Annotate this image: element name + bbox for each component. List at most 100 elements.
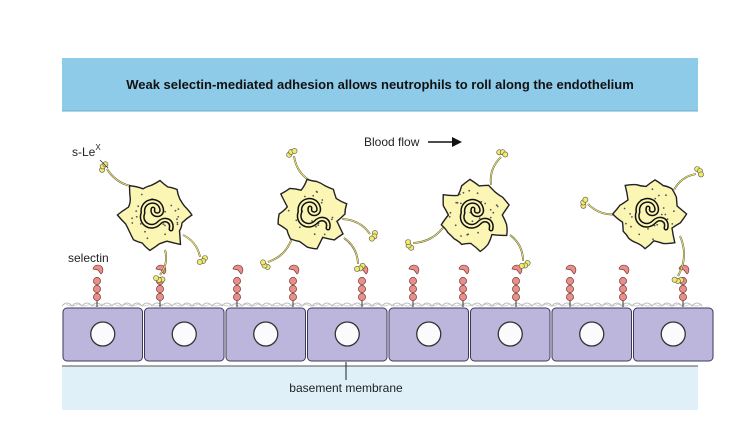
- granule: [131, 217, 133, 219]
- granule: [324, 234, 326, 236]
- granule: [176, 218, 178, 220]
- granule: [460, 203, 462, 205]
- granule: [665, 194, 667, 196]
- selectin-domain: [619, 293, 626, 300]
- granule: [170, 205, 172, 207]
- granule: [315, 226, 317, 228]
- granule: [288, 210, 290, 212]
- granule: [317, 224, 319, 226]
- granule: [673, 210, 675, 212]
- basement-membrane-label: basement membrane: [289, 381, 403, 395]
- cell-nucleus: [91, 322, 115, 346]
- selectin-domain: [289, 293, 296, 300]
- granule: [332, 217, 334, 219]
- selectin-domain: [566, 285, 573, 292]
- granule: [141, 194, 143, 196]
- granule: [656, 224, 658, 226]
- granule: [312, 195, 314, 197]
- granule: [304, 196, 306, 198]
- endothelial-cell: [634, 308, 714, 361]
- endothelial-cell: [389, 308, 469, 361]
- slex-sugar: [672, 277, 677, 282]
- selectin-domain: [679, 285, 686, 292]
- granule: [177, 216, 179, 218]
- selectin-domain: [512, 285, 519, 292]
- granule: [467, 233, 469, 235]
- cell-nucleus: [254, 322, 278, 346]
- granule: [336, 221, 338, 223]
- slex-sugar: [260, 260, 265, 265]
- granule: [477, 192, 479, 194]
- granule: [658, 195, 660, 197]
- granule: [331, 219, 333, 221]
- endothelial-cell: [471, 308, 551, 361]
- granule: [663, 207, 665, 209]
- slex-sugar: [406, 240, 411, 245]
- selectin-domain: [233, 293, 240, 300]
- cell-nucleus: [417, 322, 441, 346]
- granule: [652, 238, 654, 240]
- selectin-domain: [619, 285, 626, 292]
- selectin-domain: [93, 293, 100, 300]
- granule: [321, 202, 323, 204]
- granule: [449, 216, 451, 218]
- selectin-domain: [358, 277, 365, 284]
- granule: [321, 199, 323, 201]
- endothelial-cell: [552, 308, 632, 361]
- slex-sugar: [103, 162, 108, 167]
- cell-nucleus: [661, 322, 685, 346]
- selectin-domain: [358, 285, 365, 292]
- cell-nucleus: [172, 322, 196, 346]
- granule: [450, 212, 452, 214]
- selectin-domain: [358, 293, 365, 300]
- granule: [131, 222, 133, 224]
- selectin-domain: [566, 277, 573, 284]
- slex-sugar: [292, 148, 297, 153]
- selectin-domain: [619, 277, 626, 284]
- granule: [316, 191, 318, 193]
- selectin-domain: [289, 277, 296, 284]
- granule: [638, 234, 640, 236]
- granule: [629, 213, 631, 215]
- endothelial-cell: [63, 308, 143, 361]
- granule: [459, 193, 461, 195]
- selectin-domain: [459, 277, 466, 284]
- granule: [654, 198, 656, 200]
- granule: [455, 224, 457, 226]
- selectin-domain: [156, 293, 163, 300]
- selectin-label: selectin: [68, 251, 109, 265]
- granule: [661, 214, 663, 216]
- granule: [164, 225, 166, 227]
- granule: [140, 223, 142, 225]
- granule: [460, 235, 462, 237]
- slex-sugar: [519, 263, 524, 268]
- selectin-domain: [679, 293, 686, 300]
- selectin-domain: [93, 285, 100, 292]
- slex-sugar: [154, 276, 159, 281]
- selectin-domain: [459, 285, 466, 292]
- granule: [299, 226, 301, 228]
- slex-sugar: [698, 172, 703, 177]
- granule: [468, 190, 470, 192]
- blood-flow-label: Blood flow: [364, 135, 420, 149]
- slex-sugar: [354, 266, 359, 271]
- granule: [496, 204, 498, 206]
- granule: [490, 209, 492, 211]
- selectin-domain: [233, 277, 240, 284]
- diagram-title: Weak selectin-mediated adhesion allows n…: [126, 77, 634, 92]
- selectin-domain: [459, 293, 466, 300]
- granule: [137, 205, 139, 207]
- granule: [455, 202, 457, 204]
- granule: [472, 220, 474, 222]
- granule: [484, 203, 486, 205]
- selectin-domain: [409, 277, 416, 284]
- selectin-domain: [233, 285, 240, 292]
- selectin-domain: [512, 277, 519, 284]
- granule: [178, 208, 180, 210]
- granule: [624, 208, 626, 210]
- slex-sugar: [197, 259, 202, 264]
- granule: [625, 223, 627, 225]
- granule: [164, 233, 166, 235]
- granule: [136, 216, 138, 218]
